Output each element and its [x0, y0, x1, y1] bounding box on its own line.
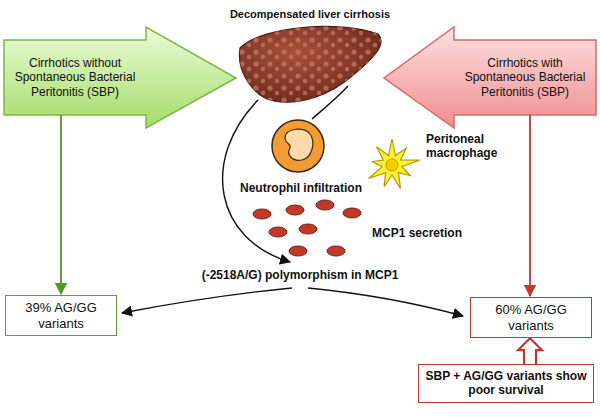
- cell-label: Neutrophil infiltration: [228, 181, 374, 195]
- node-text: SBP + AG/GG variants show poor survival: [425, 369, 587, 398]
- process-label: MCP1 secretion: [372, 226, 472, 240]
- node-text: 60% AG/GG variants: [477, 302, 585, 333]
- gene-label: (-2518A/G) polymorphism in MCP1: [180, 268, 420, 282]
- result-box: 60% AG/GG variants: [470, 297, 592, 338]
- liver-illustration: [239, 26, 381, 102]
- mcp1-particle: [299, 224, 317, 234]
- green-arrow: [60, 115, 62, 294]
- mcp1-particle: [327, 246, 345, 256]
- node-text: 39% AG/GG variants: [12, 300, 110, 331]
- red-arrow: [529, 115, 531, 296]
- group-box: Cirrhotics without Spontaneous Bacterial…: [6, 41, 144, 114]
- green-block-arrow: [4, 27, 236, 128]
- node-text: Cirrhotics with Spontaneous Bacterial Pe…: [462, 56, 588, 99]
- node-text: Cirrhotics without Spontaneous Bacterial…: [12, 56, 138, 99]
- group-box: Cirrhotics with Spontaneous Bacterial Pe…: [456, 41, 594, 114]
- figure-title: Decompensated liver cirrhosis: [215, 8, 405, 21]
- mcp1-particle: [289, 246, 307, 256]
- macrophage-nucleus: [386, 159, 398, 171]
- outcome-box: SBP + AG/GG variants show poor survival: [418, 364, 594, 403]
- result-box: 39% AG/GG variants: [5, 295, 117, 336]
- neutrophil-nucleus: [285, 129, 313, 160]
- liver-nodules: [239, 26, 381, 102]
- mcp1-particles: [253, 200, 361, 256]
- macrophage-cell: [369, 139, 420, 188]
- mcp1-particle: [316, 200, 334, 210]
- pathway-curve: [312, 86, 348, 119]
- cell-label: Peritoneal macrophage: [426, 132, 512, 161]
- hollow-up-arrow: [518, 338, 542, 365]
- mcp1-particle: [286, 205, 304, 215]
- neutrophil-cell: [272, 120, 324, 172]
- pink-block-arrow: [384, 27, 596, 128]
- brace-curve: [308, 288, 463, 316]
- mcp1-particle: [253, 209, 271, 219]
- brace-curve: [122, 288, 292, 313]
- mcp1-particle: [269, 227, 287, 237]
- mcp1-particle: [343, 208, 361, 218]
